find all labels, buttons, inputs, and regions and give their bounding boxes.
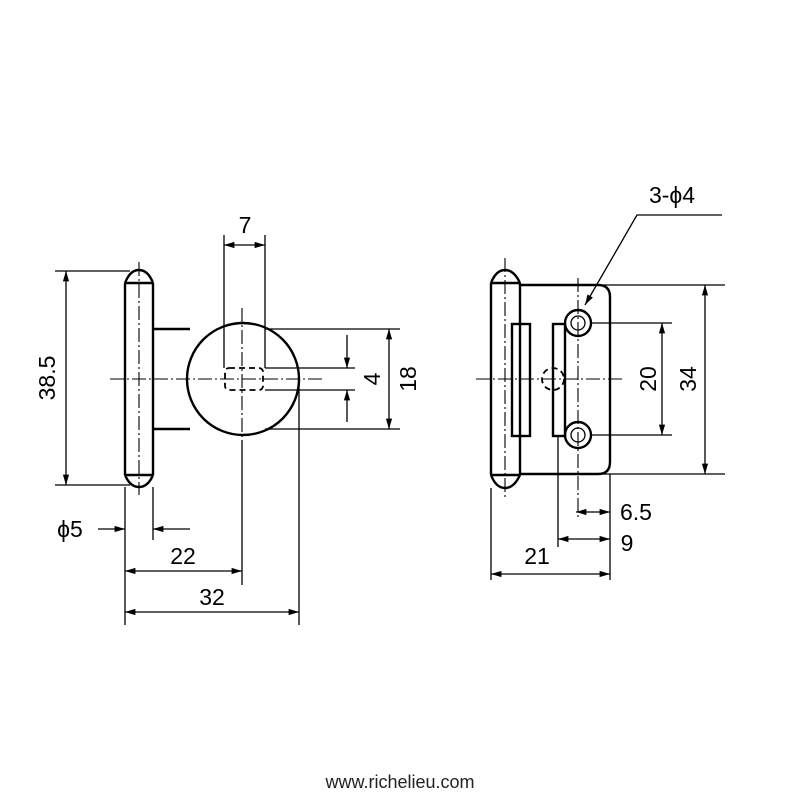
dim-overall-width: 32 bbox=[199, 584, 225, 610]
slot-hidden bbox=[224, 367, 264, 391]
dim-pin-length: 38.5 bbox=[34, 356, 60, 401]
dim-center-offset: 22 bbox=[170, 543, 196, 569]
dim-leaf-edge: 9 bbox=[621, 530, 634, 556]
dim-overall-width: 21 bbox=[524, 543, 550, 569]
dim-hole-edge: 6.5 bbox=[620, 499, 652, 525]
dim-plate-height: 34 bbox=[675, 366, 701, 392]
footer-url: www.richelieu.com bbox=[324, 772, 474, 792]
front-view: 3-ϕ4 20 34 6.5 9 21 bbox=[476, 182, 725, 580]
side-view: 7 4 18 38.5 ϕ5 22 32 bbox=[34, 212, 421, 625]
dim-slot-height: 4 bbox=[359, 372, 385, 385]
leaf-rect bbox=[551, 322, 567, 438]
pin-body bbox=[123, 281, 155, 477]
dim-plate-height: 18 bbox=[395, 366, 421, 392]
knuckle-rect bbox=[510, 322, 532, 438]
dim-slot-width: 7 bbox=[239, 212, 252, 238]
dim-hole-spacing: 20 bbox=[635, 366, 661, 392]
dim-pin-diameter: ϕ5 bbox=[57, 516, 83, 542]
dim-holes: 3-ϕ4 bbox=[649, 182, 695, 208]
